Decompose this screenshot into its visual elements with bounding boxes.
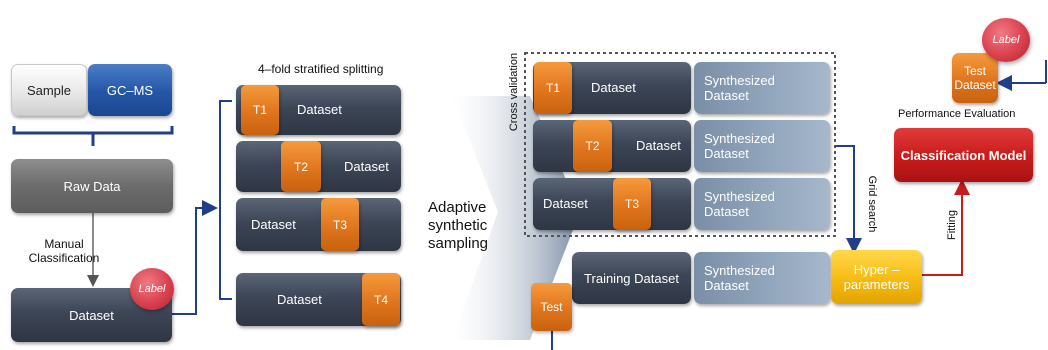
manual-classification-label: Manual Classification <box>28 237 100 265</box>
fitting-arrow <box>922 179 970 276</box>
hyperparameters-box: Hyper – parameters <box>831 250 922 304</box>
performance-evaluation-label: Performance Evaluation <box>898 108 1016 120</box>
cv-row-2-dataset-label: Dataset <box>636 138 681 153</box>
grid-search-label: Grid search <box>866 175 878 233</box>
fold-2-tag: T2 <box>281 141 321 192</box>
fold-4-tag: T4 <box>362 273 400 326</box>
cross-validation-title: Cross validation <box>508 52 520 132</box>
cv-row-2-synthesized: Synthesized Dataset <box>694 120 830 172</box>
adaptive-sampling-label: Adaptive synthetic sampling <box>428 199 489 252</box>
fold-2-dataset-label: Dataset <box>344 159 389 174</box>
cv-row-3-dataset-label: Dataset <box>543 196 588 211</box>
dataset-to-split-line <box>172 200 218 315</box>
fold-3-bar <box>236 198 401 251</box>
cv-row-3-tag: T3 <box>613 178 651 230</box>
split-fanout-bracket <box>219 100 232 300</box>
test-dataset-tile: Test Dataset <box>952 53 998 103</box>
classification-model-box: Classification Model <box>894 128 1033 182</box>
cv-row-3-synthesized: Synthesized Dataset <box>694 178 830 230</box>
grid-search-arrow <box>835 145 862 254</box>
cv-row-1-synthesized: Synthesized Dataset <box>694 62 830 114</box>
training-synthesized-box: Synthesized Dataset <box>694 252 830 304</box>
training-dataset-box: Training Dataset <box>572 252 691 304</box>
cv-row-2-dataset <box>533 120 691 172</box>
gcms-box: GC–MS <box>88 64 172 116</box>
cv-row-1-tag: T1 <box>534 62 572 114</box>
cv-row-1-dataset-label: Dataset <box>591 80 636 95</box>
fold-3-dataset-label: Dataset <box>251 217 296 232</box>
cv-row-2-tag: T2 <box>573 120 612 172</box>
fold-1-tag: T1 <box>241 85 279 135</box>
fitting-label: Fitting <box>946 210 958 240</box>
test-tag: Test <box>531 283 572 331</box>
label-badge-right: Label <box>982 18 1030 62</box>
label-badge-left: Label <box>130 268 174 310</box>
splitting-title: 4–fold stratified splitting <box>258 62 384 76</box>
cross-validation-box <box>524 52 836 237</box>
fold-3-tag: T3 <box>321 198 359 251</box>
sample-box: Sample <box>11 64 87 116</box>
cv-row-3-dataset <box>533 178 691 230</box>
fold-4-dataset-label: Dataset <box>277 292 322 307</box>
brace-bracket <box>12 126 174 135</box>
fold-1-dataset-label: Dataset <box>297 102 342 117</box>
raw-data-box: Raw Data <box>11 159 173 213</box>
